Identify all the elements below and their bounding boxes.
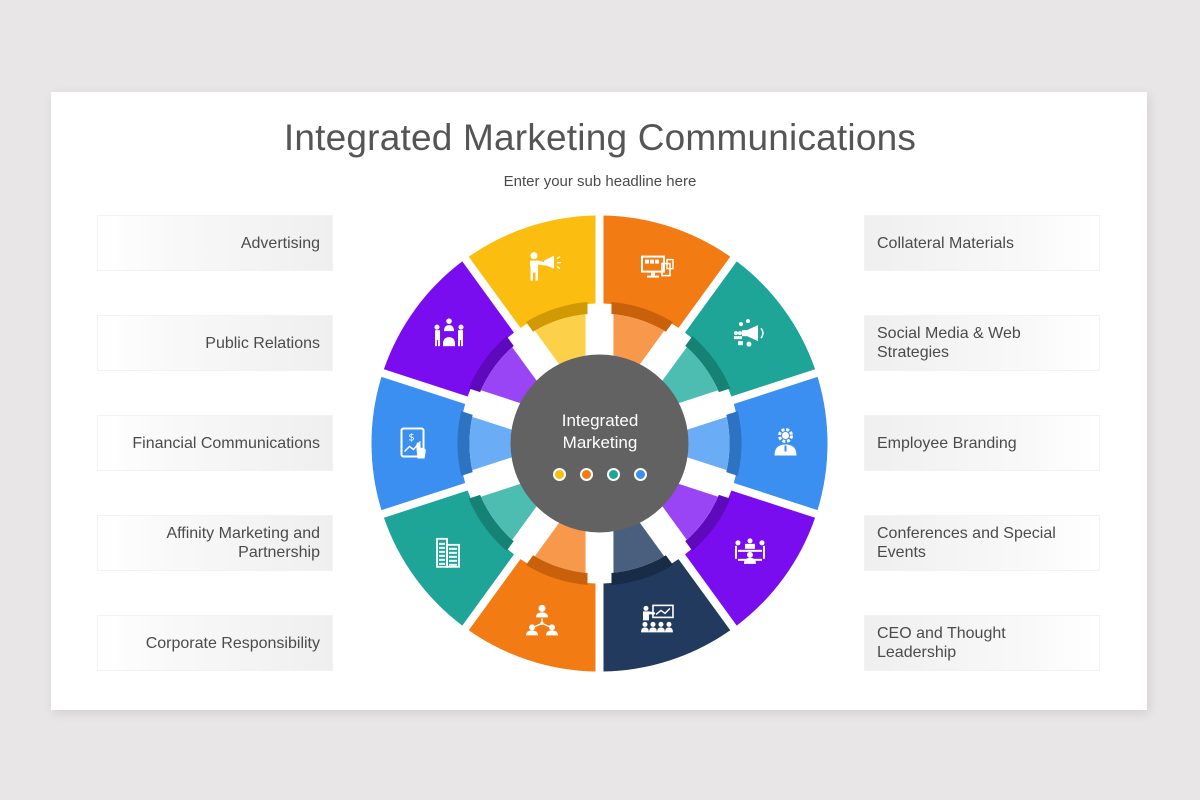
press-conference-icon xyxy=(434,318,464,347)
segment-advertising[interactable] xyxy=(468,215,596,368)
segment-shade xyxy=(468,336,514,393)
segment-shade xyxy=(726,411,742,476)
segment-wedge xyxy=(733,376,828,511)
label-text: Affinity Marketing and Partnership xyxy=(166,525,320,561)
segment-shade xyxy=(611,302,673,332)
label-text: Collateral Materials xyxy=(877,234,1014,252)
megaphone-person-icon xyxy=(530,252,562,281)
center-label-line2: Marketing xyxy=(562,433,638,452)
segment-ceo-thought-leadership[interactable] xyxy=(603,519,731,672)
segment-neck xyxy=(613,519,665,573)
label-text: Conferences and Special Events xyxy=(877,525,1056,561)
segment-shade xyxy=(611,555,673,585)
label-affinity-marketing[interactable]: Affinity Marketing and Partnership xyxy=(97,515,333,571)
center-dots xyxy=(510,468,690,481)
segment-shade xyxy=(468,494,514,551)
label-public-relations[interactable]: Public Relations xyxy=(97,315,333,371)
center-dot xyxy=(553,468,566,481)
center-dot xyxy=(607,468,620,481)
segment-neck xyxy=(534,519,586,573)
label-ceo-thought-leadership[interactable]: CEO and Thought Leadership xyxy=(864,615,1100,671)
label-collateral-materials[interactable]: Collateral Materials xyxy=(864,215,1100,271)
label-social-media-web[interactable]: Social Media & Web Strategies xyxy=(864,315,1100,371)
segment-shade xyxy=(685,336,731,393)
label-financial-communications[interactable]: Financial Communications xyxy=(97,415,333,471)
center-dot xyxy=(580,468,593,481)
conference-table-icon xyxy=(734,538,765,564)
segment-neck xyxy=(613,314,665,368)
segment-wedge xyxy=(468,559,596,672)
page-subtitle: Enter your sub headline here xyxy=(503,173,697,190)
segment-financial-communications[interactable]: $ xyxy=(371,376,516,511)
segment-collateral-materials[interactable] xyxy=(603,215,731,368)
label-text: Advertising xyxy=(240,234,320,252)
segment-neck xyxy=(534,314,586,368)
monitor-devices-icon xyxy=(640,255,674,278)
segment-employee-branding[interactable] xyxy=(683,376,828,511)
center-label: Integrated Marketing xyxy=(510,410,690,454)
segment-shade xyxy=(526,555,588,585)
segment-conferences-events[interactable] xyxy=(660,482,816,626)
page-title: Integrated Marketing Communications xyxy=(283,117,917,158)
label-text: Social Media & Web Strategies xyxy=(877,325,1021,361)
label-text: Corporate Responsibility xyxy=(145,634,320,652)
svg-text:$: $ xyxy=(408,433,414,444)
social-megaphone-icon xyxy=(733,319,764,347)
segment-neck xyxy=(469,416,516,471)
label-corporate-responsibility[interactable]: Corporate Responsibility xyxy=(97,615,333,671)
employee-gear-icon xyxy=(774,428,797,456)
label-advertising[interactable]: Advertising xyxy=(97,215,333,271)
center-label-line1: Integrated xyxy=(561,411,639,430)
segment-shade xyxy=(685,494,731,551)
segment-corporate-responsibility[interactable] xyxy=(468,519,596,672)
segment-wedge xyxy=(383,490,515,626)
presentation-audience-icon xyxy=(640,604,674,633)
label-text: CEO and Thought Leadership xyxy=(877,625,1006,661)
segment-wedge xyxy=(603,559,731,672)
label-text: Employee Branding xyxy=(877,434,1017,452)
buildings-icon xyxy=(436,537,460,568)
segment-shade xyxy=(457,411,473,476)
segment-neck xyxy=(683,416,730,471)
segment-wedge xyxy=(603,215,731,328)
label-text: Public Relations xyxy=(205,334,320,352)
label-conferences-events[interactable]: Conferences and Special Events xyxy=(864,515,1100,571)
segment-shade xyxy=(526,302,588,332)
org-hierarchy-icon xyxy=(526,604,559,636)
label-text: Financial Communications xyxy=(132,434,320,452)
tablet-finance-icon: $ xyxy=(400,427,426,459)
label-employee-branding[interactable]: Employee Branding xyxy=(864,415,1100,471)
center-dot xyxy=(634,468,647,481)
